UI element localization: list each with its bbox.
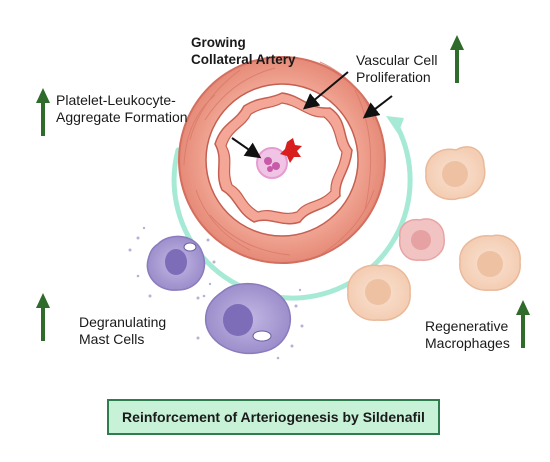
macrophage-icon	[425, 146, 486, 201]
title-text: Reinforcement of Arteriogenesis by Silde…	[122, 409, 425, 425]
artery-label: Growing Collateral Artery	[191, 35, 296, 67]
black-arrow-icon	[362, 95, 393, 119]
platelet-icon	[280, 138, 302, 163]
vascular-proliferation-label: Vascular Cell Proliferation	[356, 52, 438, 85]
mast-cells-label: Degranulating Mast Cells	[79, 314, 167, 347]
macrophages-label: Regenerative Macrophages	[425, 318, 510, 351]
platelet-aggregate-label: Platelet-Leukocyte- Aggregate Formation	[56, 92, 188, 125]
mast-cell-icon	[196, 282, 304, 360]
black-arrow-icon	[302, 71, 349, 110]
up-arrow-icon	[36, 88, 50, 136]
macrophage-icon	[459, 234, 521, 291]
up-arrow-icon	[450, 35, 464, 83]
black-arrow-icon	[231, 137, 262, 159]
mast-cell-icon	[128, 226, 216, 300]
title-banner: Reinforcement of Arteriogenesis by Silde…	[107, 399, 440, 435]
up-arrow-icon	[516, 300, 530, 348]
curved-arrow-icon	[171, 125, 413, 301]
leukocyte-icon	[256, 147, 288, 179]
macrophage-icon	[347, 264, 411, 321]
macrophage-icon	[398, 218, 445, 261]
up-arrow-icon	[36, 293, 50, 341]
curved-arrow-head-icon	[386, 116, 404, 134]
